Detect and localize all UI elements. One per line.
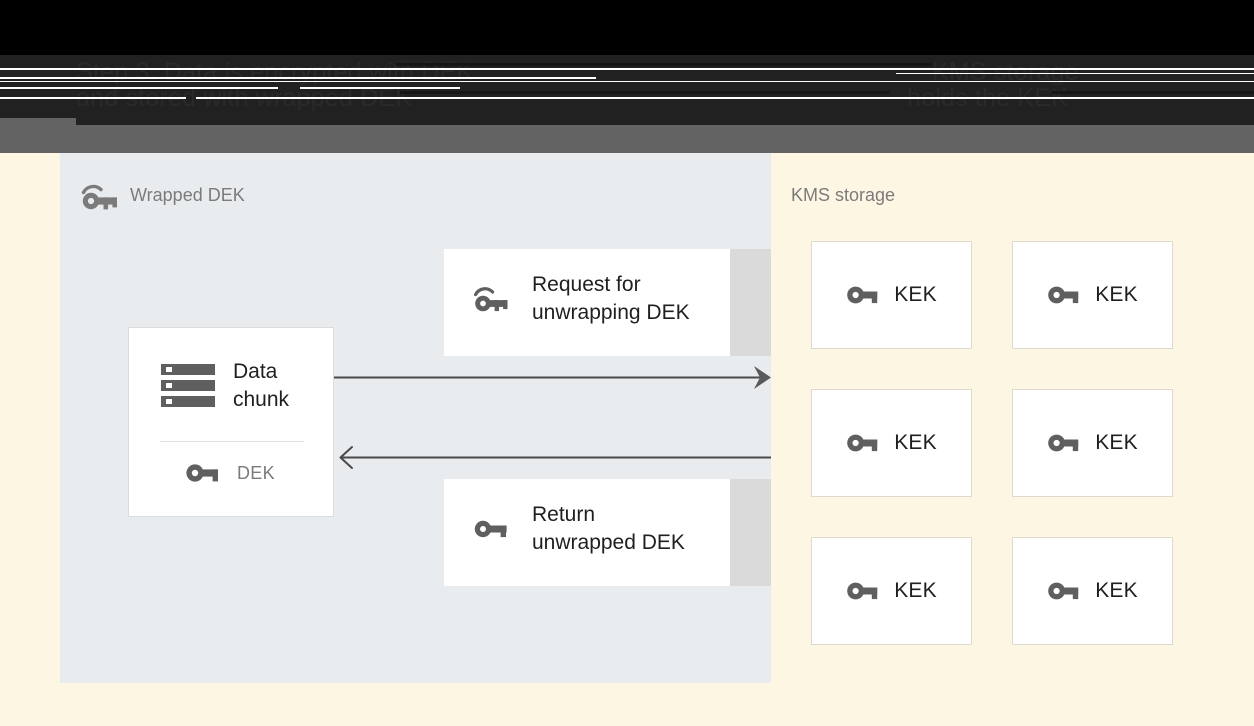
kek-card[interactable]: KEK (1012, 389, 1173, 497)
window-chrome-toolbar-band (0, 125, 1254, 153)
kek-label: KEK (894, 283, 937, 306)
kek-label: KEK (894, 431, 937, 454)
redaction-bar (400, 91, 890, 94)
kms-storage-panel-title: KMS storage (791, 185, 896, 205)
return-card-label: Return unwrapped DEK (532, 503, 685, 554)
redaction-bar (0, 81, 1254, 82)
data-chunk-heading: Data chunk (161, 358, 289, 414)
data-chunk-label: Data chunk (233, 360, 290, 411)
key-icon (185, 461, 219, 485)
wrapped-key-icon (79, 181, 119, 211)
redaction-bar (196, 97, 1254, 99)
kek-card[interactable]: KEK (1012, 241, 1173, 349)
window-chrome-heading-band: Step 3. Data is encrypted with DEK and s… (0, 55, 1254, 125)
request-card-label: Request for unwrapping DEK (532, 273, 690, 324)
key-icon (1047, 283, 1079, 307)
redaction-bar (0, 77, 596, 79)
return-card-edge-strip (730, 479, 771, 586)
kek-card[interactable]: KEK (811, 537, 972, 645)
request-card-edge-strip (730, 249, 771, 356)
data-chunk-divider (160, 441, 304, 442)
key-icon (1047, 579, 1079, 603)
data-chunk-dek-label: DEK (237, 462, 275, 483)
redaction-bar (896, 73, 1254, 74)
kek-card[interactable]: KEK (811, 241, 972, 349)
key-icon (846, 579, 878, 603)
data-chunk-card[interactable]: Data chunk DEK (128, 327, 334, 517)
window-chrome-black-band (0, 0, 1254, 55)
key-icon (846, 283, 878, 307)
data-chunk-icon (161, 362, 215, 410)
redaction-bar (0, 97, 186, 99)
return-unwrapped-dek-card[interactable]: Return unwrapped DEK (444, 479, 730, 586)
key-icon (472, 514, 510, 544)
key-icon (1047, 431, 1079, 455)
wrapped-key-icon (472, 284, 510, 314)
request-unwrapping-card[interactable]: Request for unwrapping DEK (444, 249, 730, 356)
wrapped-dek-panel-title: Wrapped DEK (130, 185, 245, 205)
key-icon (846, 431, 878, 455)
kek-card[interactable]: KEK (811, 389, 972, 497)
return-card-content: Return unwrapped DEK (472, 501, 685, 557)
kek-label: KEK (1095, 283, 1138, 306)
redaction-bar (300, 87, 460, 89)
kek-label: KEK (894, 579, 937, 602)
window-chrome-notch (0, 118, 76, 125)
diagram-stage: Wrapped DEK KMS storage (0, 153, 1254, 726)
redaction-bar (396, 63, 932, 66)
kek-label: KEK (1095, 431, 1138, 454)
redaction-bar (0, 68, 1254, 70)
data-chunk-dek-row: DEK (185, 461, 275, 485)
redaction-bar (1052, 91, 1254, 94)
kek-card[interactable]: KEK (1012, 537, 1173, 645)
kek-label: KEK (1095, 579, 1138, 602)
request-card-content: Request for unwrapping DEK (472, 271, 690, 327)
redaction-bar (0, 87, 278, 89)
